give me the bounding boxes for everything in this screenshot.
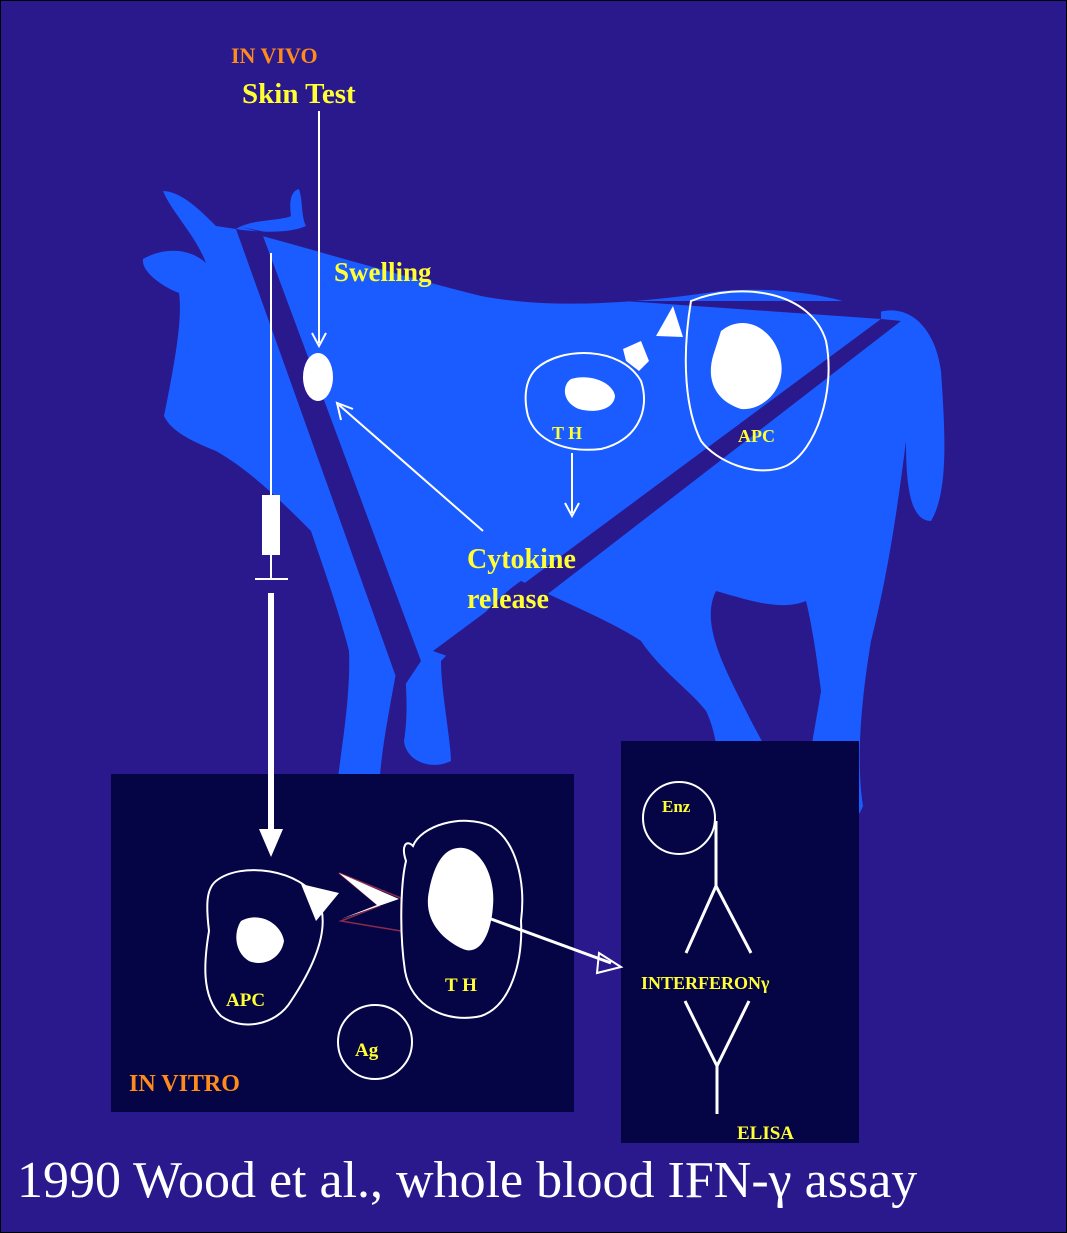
cow-th-label: T H [552,423,582,443]
slide-caption: 1990 Wood et al., whole blood IFN-γ assa… [17,1151,1057,1211]
cow-horn [236,189,306,232]
cow-apc-label: APC [738,426,775,446]
interferon-label: INTERFERONγ [641,973,770,993]
release-label: release [467,584,549,615]
vitro-th-label: T H [445,975,477,996]
enz-label: Enz [662,797,691,816]
swelling-label: Swelling [334,257,432,287]
vitro-apc-label: APC [226,990,265,1011]
skin-test-label: Skin Test [242,78,356,110]
in-vivo-label: IN VIVO [231,43,318,68]
in-vitro-label: IN VITRO [129,1071,240,1097]
ag-label: Ag [355,1040,379,1061]
cytokine-label: Cytokine [467,544,576,575]
elisa-panel [621,741,859,1143]
elisa-label: ELISA [737,1123,794,1144]
skin-swelling [303,353,333,401]
